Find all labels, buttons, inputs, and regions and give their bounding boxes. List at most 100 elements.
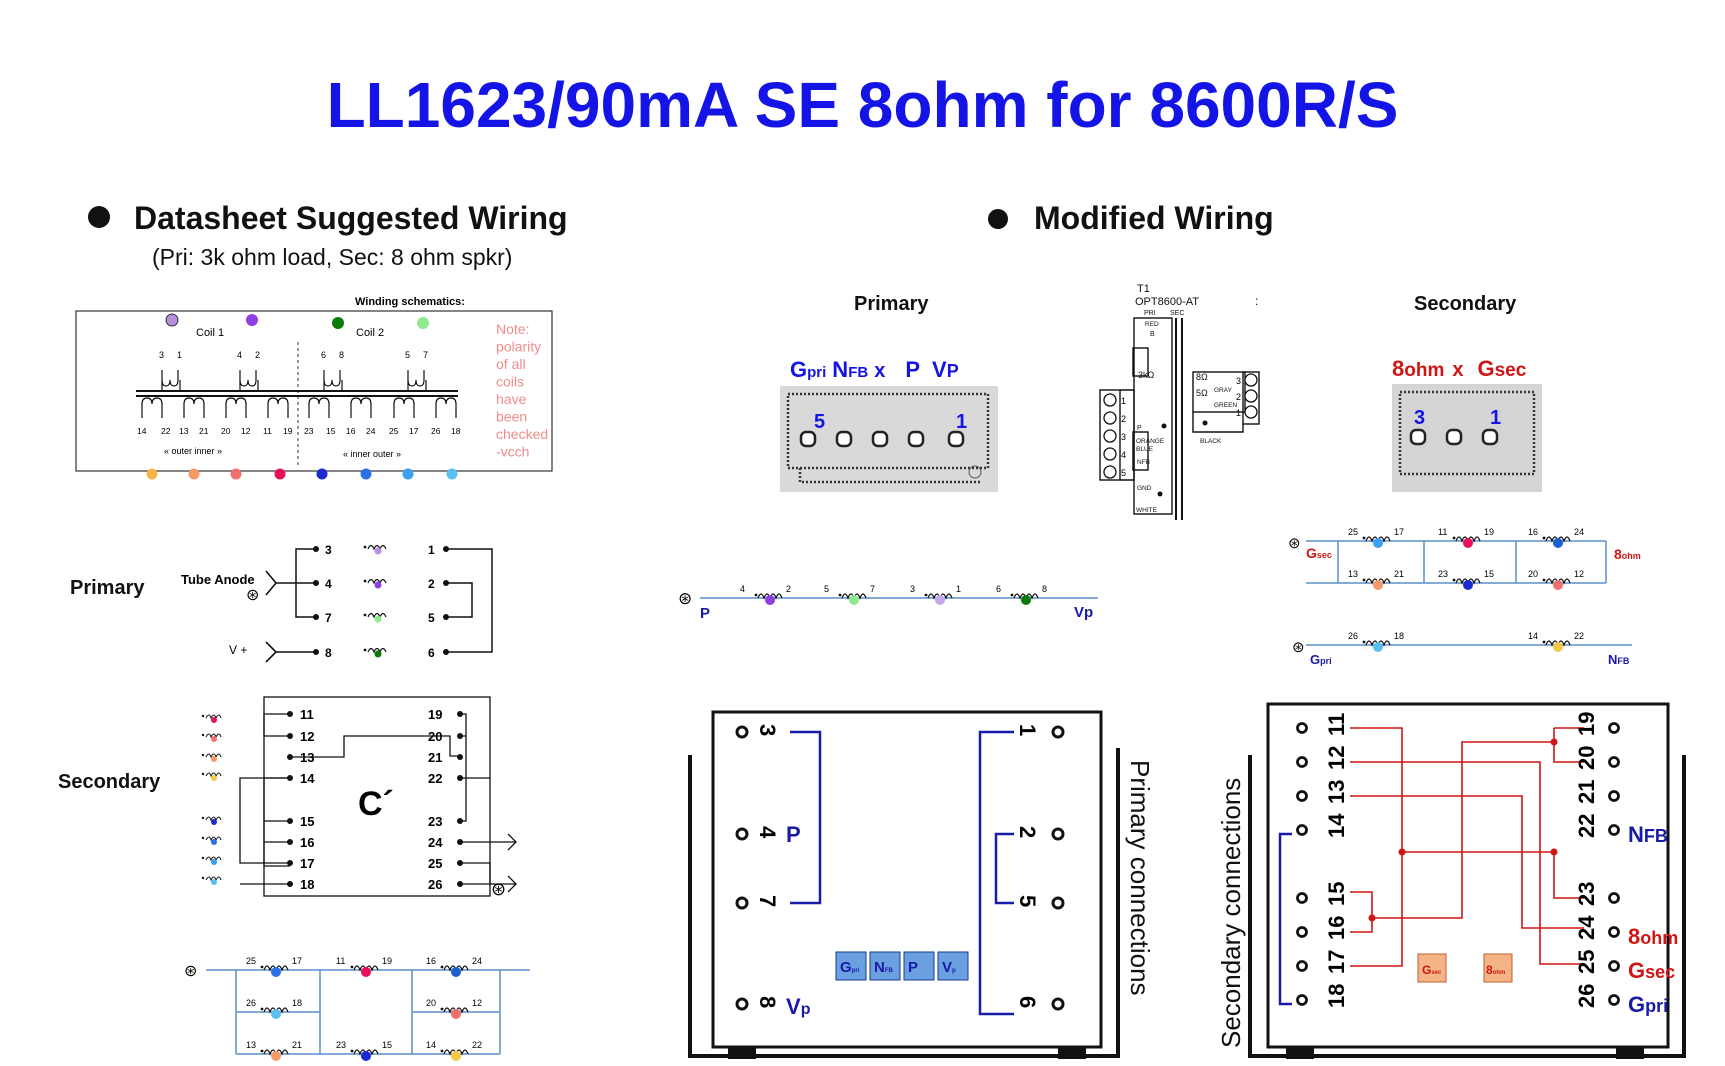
secondary-board-pin-right: 23 — [1574, 882, 1599, 906]
coil-pin-label: 11 — [336, 956, 345, 966]
secondary-board-pin-left: 17 — [1324, 950, 1349, 974]
coil-pin-label: 11 — [1438, 527, 1447, 537]
secondary-board-pin-left: 18 — [1324, 984, 1349, 1008]
coil-pin-label: 25 — [246, 956, 256, 966]
winding-coil — [350, 397, 372, 418]
bottom-pin-label: 17 — [409, 426, 419, 436]
svg-text:Vp: Vp — [786, 994, 811, 1019]
coil-pin-label: 15 — [1484, 569, 1494, 579]
primary-board-pin-right: 5 — [1015, 895, 1040, 907]
coil-color-dot — [849, 595, 859, 605]
coil-pin-label: 26 — [246, 998, 256, 1008]
coil-icon — [205, 816, 222, 822]
coil-color-dot — [230, 468, 242, 480]
coil-pin-label: 24 — [1574, 527, 1584, 537]
secondary-board-pin-right: 24 — [1574, 915, 1599, 940]
coil-pin-label: 14 — [426, 1040, 436, 1050]
svg-text:B: B — [1150, 331, 1155, 338]
coil-color-dot — [1373, 538, 1383, 548]
coil-pin-label: 20 — [1528, 569, 1538, 579]
coil-pin-label: 23 — [1438, 569, 1448, 579]
secondary-pin-left: 18 — [300, 877, 314, 892]
bullet — [88, 206, 110, 228]
coil-icon — [205, 714, 222, 720]
top-pin-label: 4 — [237, 350, 242, 360]
star-symbol: ⊛ — [1292, 639, 1305, 656]
svg-text:WHITE: WHITE — [1136, 507, 1158, 514]
right-heading: Modified Wiring — [1034, 200, 1274, 236]
coil-pin-label: 21 — [292, 1040, 302, 1050]
winding-coil — [225, 397, 247, 418]
coil-color-dot — [274, 468, 286, 480]
coil-pin-label: 4 — [740, 584, 745, 594]
coil-color-dot — [271, 967, 281, 977]
svg-text:8ohm: 8ohm — [1486, 963, 1505, 977]
coil-icon — [205, 856, 222, 862]
coil-pin-label: 22 — [472, 1040, 482, 1050]
winding-coil — [183, 397, 205, 418]
primary-pin-right: 1 — [428, 543, 435, 557]
svg-text:Gpri: Gpri — [840, 959, 860, 976]
schematic-title: Winding schematics: — [355, 296, 465, 308]
coil-color-dot — [765, 595, 775, 605]
svg-text:GND: GND — [1137, 485, 1152, 492]
coil-pin-label: 26 — [1348, 631, 1358, 641]
secondary-board-pin-left: 16 — [1324, 916, 1349, 940]
coil-color-dot — [361, 1051, 371, 1061]
coil-color-dot — [271, 1009, 281, 1019]
coil-icon — [205, 753, 222, 759]
coil-icon — [367, 612, 387, 619]
secondary-board-pin-right: 19 — [1574, 712, 1599, 736]
coil-color-dot — [451, 967, 461, 977]
top-pin-label: 8 — [339, 350, 344, 360]
bottom-pin-label: 21 — [199, 426, 209, 436]
svg-text:BLUE: BLUE — [1136, 446, 1154, 453]
svg-text:NFB: NFB — [874, 959, 894, 976]
primary-pin-left: 4 — [325, 577, 332, 591]
right-primary-label: Primary — [854, 293, 929, 315]
coil-icon — [205, 772, 222, 778]
star-symbol: ⊛ — [1288, 535, 1301, 552]
secondary-board-pin-right: 21 — [1574, 780, 1599, 804]
bottom-pin-label: 24 — [366, 426, 376, 436]
coil-color-dot — [1553, 580, 1563, 590]
svg-text:8Ω: 8Ω — [1196, 372, 1208, 382]
winding-coil — [267, 397, 289, 418]
note-line: have — [496, 391, 527, 407]
note-line: of all — [496, 356, 526, 372]
coil-color-dot — [361, 967, 371, 977]
coil-pin-label: 25 — [1348, 527, 1358, 537]
svg-text:Gpri: Gpri — [1310, 652, 1332, 667]
primary-board-pin-left: 7 — [755, 895, 780, 907]
coil-pin-label: 20 — [426, 998, 436, 1008]
primary-board-label-box: Vp — [937, 951, 969, 981]
svg-text:RED: RED — [1145, 321, 1159, 328]
winding-coil — [393, 397, 415, 418]
coil-pin-label: 12 — [472, 998, 482, 1008]
coil-color-dot — [1553, 538, 1563, 548]
coil2-label: Coil 2 — [356, 327, 384, 339]
svg-text:8ohm: 8ohm — [1614, 546, 1641, 562]
svg-text:Vp: Vp — [1074, 604, 1093, 621]
coil-icon — [367, 578, 387, 585]
bottom-pin-label: 18 — [451, 426, 461, 436]
coil-icon — [367, 647, 387, 654]
svg-text:2: 2 — [1236, 392, 1241, 402]
top-pin-label: 3 — [159, 350, 164, 360]
left-primary-label: Primary — [70, 577, 145, 599]
svg-text:NFB: NFB — [1628, 822, 1668, 847]
secondary-pin-right: 25 — [428, 856, 442, 871]
top-pin-label: 2 — [255, 350, 260, 360]
winding-coil — [435, 397, 457, 418]
svg-text:GREEN: GREEN — [1214, 402, 1237, 409]
coil-pin-label: 18 — [1394, 631, 1404, 641]
coil-pin-label: 23 — [336, 1040, 346, 1050]
primary-pin-left: 7 — [325, 611, 332, 625]
svg-text:PRI: PRI — [1144, 310, 1156, 317]
